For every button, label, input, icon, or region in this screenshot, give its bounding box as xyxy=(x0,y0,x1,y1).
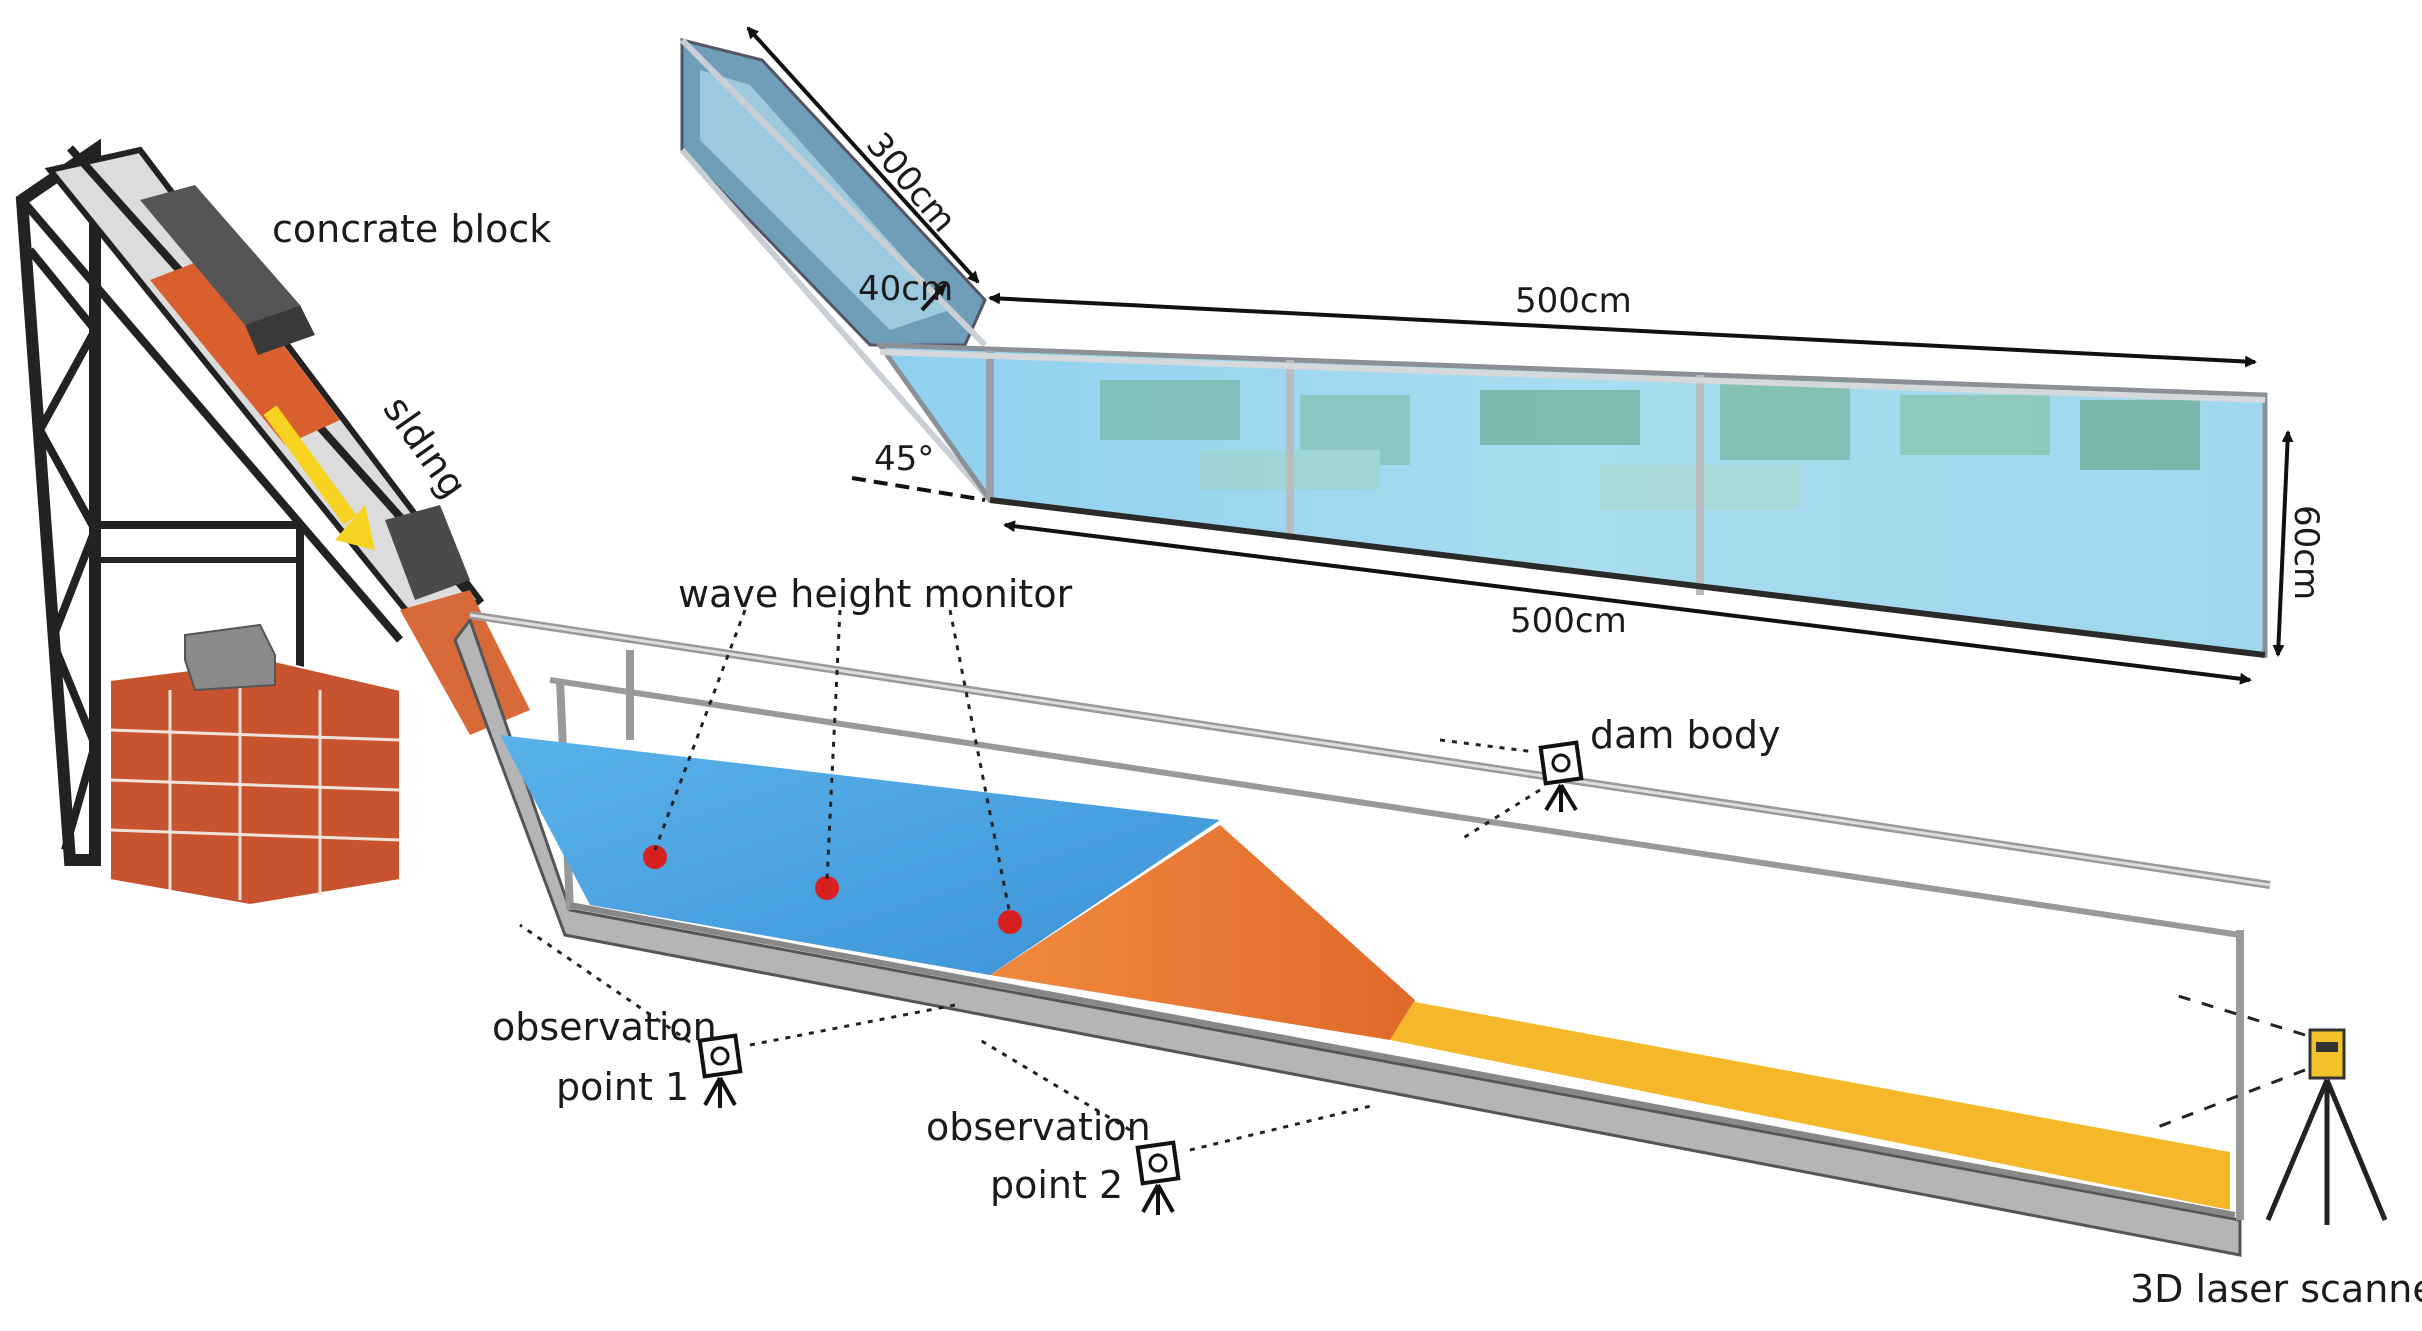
photo-reflections xyxy=(1100,380,2200,510)
concrete-block-label: concrate block xyxy=(272,207,551,251)
flume-photo xyxy=(679,37,2268,658)
observation-point-1-label-line2: point 1 xyxy=(556,1065,689,1109)
main-flume xyxy=(453,611,2271,1257)
brick-pile xyxy=(109,623,401,907)
dim-flume-top-line xyxy=(988,292,2257,368)
flume-height-label: 60cm xyxy=(2286,505,2326,600)
weight-block xyxy=(184,623,276,692)
camera-1 xyxy=(519,923,956,1108)
flume-length-bottom-label: 500cm xyxy=(1510,601,1627,641)
sensor-2 xyxy=(815,876,839,900)
sliding-direction-arrow xyxy=(263,405,375,550)
sensor-1 xyxy=(643,845,667,869)
wave-sensors xyxy=(643,609,1022,934)
dam xyxy=(990,825,1415,1040)
dimension-lines xyxy=(746,26,2294,685)
observation-point-1-label-line1: observation xyxy=(492,1005,717,1049)
reservoir-water xyxy=(500,735,1220,975)
angle-label: 45° xyxy=(874,439,934,479)
downstream-floor xyxy=(1390,1000,2230,1210)
dim-flume-bottom-line xyxy=(1003,520,2252,685)
dim-width-line xyxy=(920,283,947,312)
concrete-block xyxy=(140,185,470,600)
sensor-3 xyxy=(998,910,1022,934)
laser-scanner-label: 3D laser scanner xyxy=(2130,1267,2422,1311)
flume-length-top-label: 500cm xyxy=(1515,281,1632,321)
observation-point-2-label-line1: observation xyxy=(926,1105,1151,1149)
flume-base xyxy=(453,616,2242,1257)
camera-2 xyxy=(979,1038,1376,1215)
ramp-width-label: 40cm xyxy=(858,269,953,309)
camera-dam-body xyxy=(1439,738,1584,842)
laser-scanner xyxy=(2149,993,2388,1225)
wave-height-monitor-label: wave height monitor xyxy=(678,572,1073,616)
angle-ref-line xyxy=(851,476,986,502)
dam-body-label: dam body xyxy=(1590,713,1780,757)
dim-ramp-length-line xyxy=(746,26,980,284)
dim-height-line xyxy=(2272,430,2294,657)
observation-point-2-label-line2: point 2 xyxy=(990,1163,1123,1207)
slide-block-orange xyxy=(150,255,340,445)
